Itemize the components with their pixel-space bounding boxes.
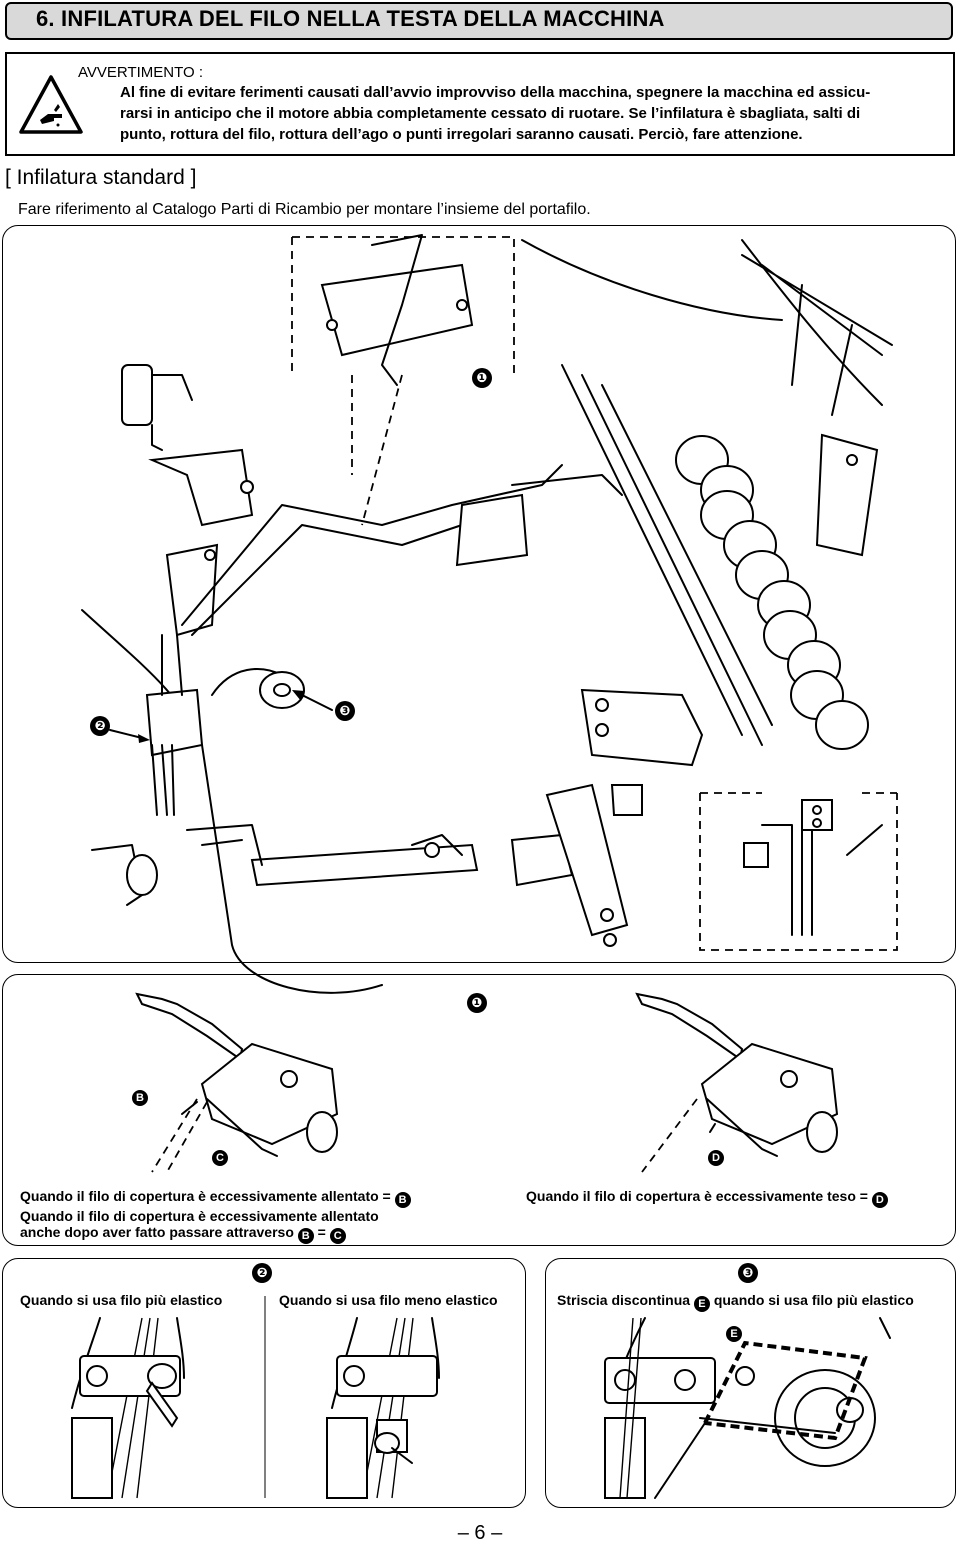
caption-more-elastic: Quando si usa filo più elastico	[20, 1292, 223, 1308]
warning-line: rarsi in anticipo che il motore abbia co…	[120, 105, 861, 122]
label-d: D	[708, 1146, 724, 1166]
warning-line: punto, rottura del filo, rottura dell’ag…	[120, 126, 803, 143]
label-b: B	[132, 1086, 148, 1106]
warning-box	[5, 52, 955, 156]
label-e: E	[726, 1322, 742, 1342]
machine-head-illustration	[81, 234, 898, 994]
warning-text: Al fine di evitare ferimenti causati dal…	[120, 82, 946, 145]
reference-text: Fare riferimento al Catalogo Parti di Ri…	[18, 201, 591, 218]
panel-needle-thread-elasticity	[2, 1258, 526, 1508]
caption-too-loose: Quando il filo di copertura è eccessivam…	[20, 1188, 411, 1244]
page-title: 6. INFILATURA DEL FILO NELLA TESTA DELLA…	[36, 6, 665, 31]
needle-thread-illustration	[71, 1296, 440, 1499]
diagram-marker-3: ❸	[335, 700, 355, 721]
title-bar	[5, 2, 953, 40]
caption-dashed-stripe: Striscia discontinua E quando si usa fil…	[557, 1292, 914, 1312]
panel-1-marker: ❶	[467, 992, 487, 1013]
looper-thread-illustration	[135, 992, 839, 1173]
warning-label: AVVERTIMENTO :	[78, 64, 204, 81]
warning-line: Al fine di evitare ferimenti causati dal…	[120, 84, 871, 101]
panel-3-marker: ❸	[738, 1262, 758, 1283]
main-threading-diagram	[2, 225, 956, 963]
panel-dashed-stripe	[545, 1258, 956, 1508]
page-number: – 6 –	[457, 1522, 503, 1544]
hand-caution-icon	[19, 75, 83, 134]
diagram-marker-1: ❶	[472, 367, 492, 388]
panel-looper-thread-tension	[2, 974, 956, 1246]
take-up-illustration	[604, 1317, 891, 1499]
label-c: C	[212, 1146, 228, 1166]
section-heading: [ Infilatura standard ]	[5, 166, 197, 189]
caption-less-elastic: Quando si usa filo meno elastico	[279, 1292, 498, 1308]
panel-2-marker: ❷	[252, 1262, 272, 1283]
diagram-marker-2: ❷	[90, 715, 110, 736]
caption-too-tight: Quando il filo di copertura è eccessivam…	[526, 1188, 888, 1208]
